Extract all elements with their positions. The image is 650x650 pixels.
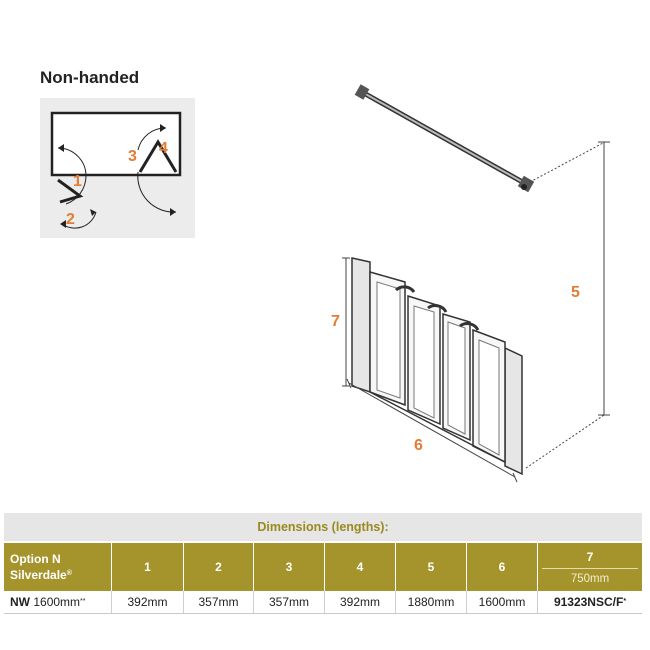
table-row: NW 1600mm** 392mm 357mm 357mm 392mm 1880… <box>4 591 642 614</box>
right-door-leaf <box>138 139 178 173</box>
column-header-2: 2 <box>184 543 254 591</box>
diagram-title: Non-handed <box>40 68 140 87</box>
part-number-cell: 91323NSC/F* <box>538 591 642 613</box>
size-cell: NW 1600mm** <box>4 591 112 613</box>
option-header-cell: Option N Silverdale® <box>4 543 112 591</box>
option-name: Option N <box>10 552 61 566</box>
left-door-leaf <box>57 178 84 204</box>
label-6: 6 <box>414 437 423 454</box>
height-dimension: 5 <box>525 141 610 469</box>
column-header-3: 3 <box>254 543 325 591</box>
illustration: 1 2 3 4 5 <box>50 84 610 483</box>
plan-view-diagram: 1 2 3 4 <box>50 111 182 229</box>
column-header-6: 6 <box>467 543 538 591</box>
plan-label-4: 4 <box>159 140 168 157</box>
value-cell-1: 392mm <box>112 591 184 613</box>
size-code: NW <box>10 595 30 609</box>
value-cell-3: 357mm <box>254 591 325 613</box>
registered-mark: ® <box>66 570 72 577</box>
size-mark: ** <box>80 597 86 605</box>
plan-label-2: 2 <box>66 211 75 228</box>
column-header-1: 1 <box>112 543 184 591</box>
width-dimension: 6 <box>346 378 518 483</box>
value-cell-4: 392mm <box>325 591 396 613</box>
column-header-5: 5 <box>396 543 467 591</box>
column-header-7-sub: 750mm <box>570 572 610 585</box>
table-header-row: Option N Silverdale® 1 2 3 4 5 6 7 750mm <box>4 543 642 591</box>
value-cell-5: 1880mm <box>396 591 467 613</box>
value-cell-2: 357mm <box>184 591 254 613</box>
column-header-7: 7 750mm <box>538 543 642 591</box>
part-mark: * <box>623 597 627 605</box>
label-5: 5 <box>571 284 580 301</box>
dimensions-header: Dimensions (lengths): <box>4 513 642 541</box>
plan-label-3: 3 <box>128 148 137 165</box>
support-bar <box>354 84 535 193</box>
value-cell-6: 1600mm <box>467 591 538 613</box>
product-name: Silverdale <box>10 568 67 582</box>
label-7: 7 <box>331 313 340 330</box>
part-number: 91323NSC/F <box>553 595 624 609</box>
size-value: 1600mm <box>33 595 81 609</box>
bath-screen <box>351 257 523 476</box>
panel-height-dimension: 7 <box>331 257 350 387</box>
column-header-7-label: 7 <box>542 546 638 569</box>
plan-label-1: 1 <box>73 173 82 190</box>
column-header-4: 4 <box>325 543 396 591</box>
